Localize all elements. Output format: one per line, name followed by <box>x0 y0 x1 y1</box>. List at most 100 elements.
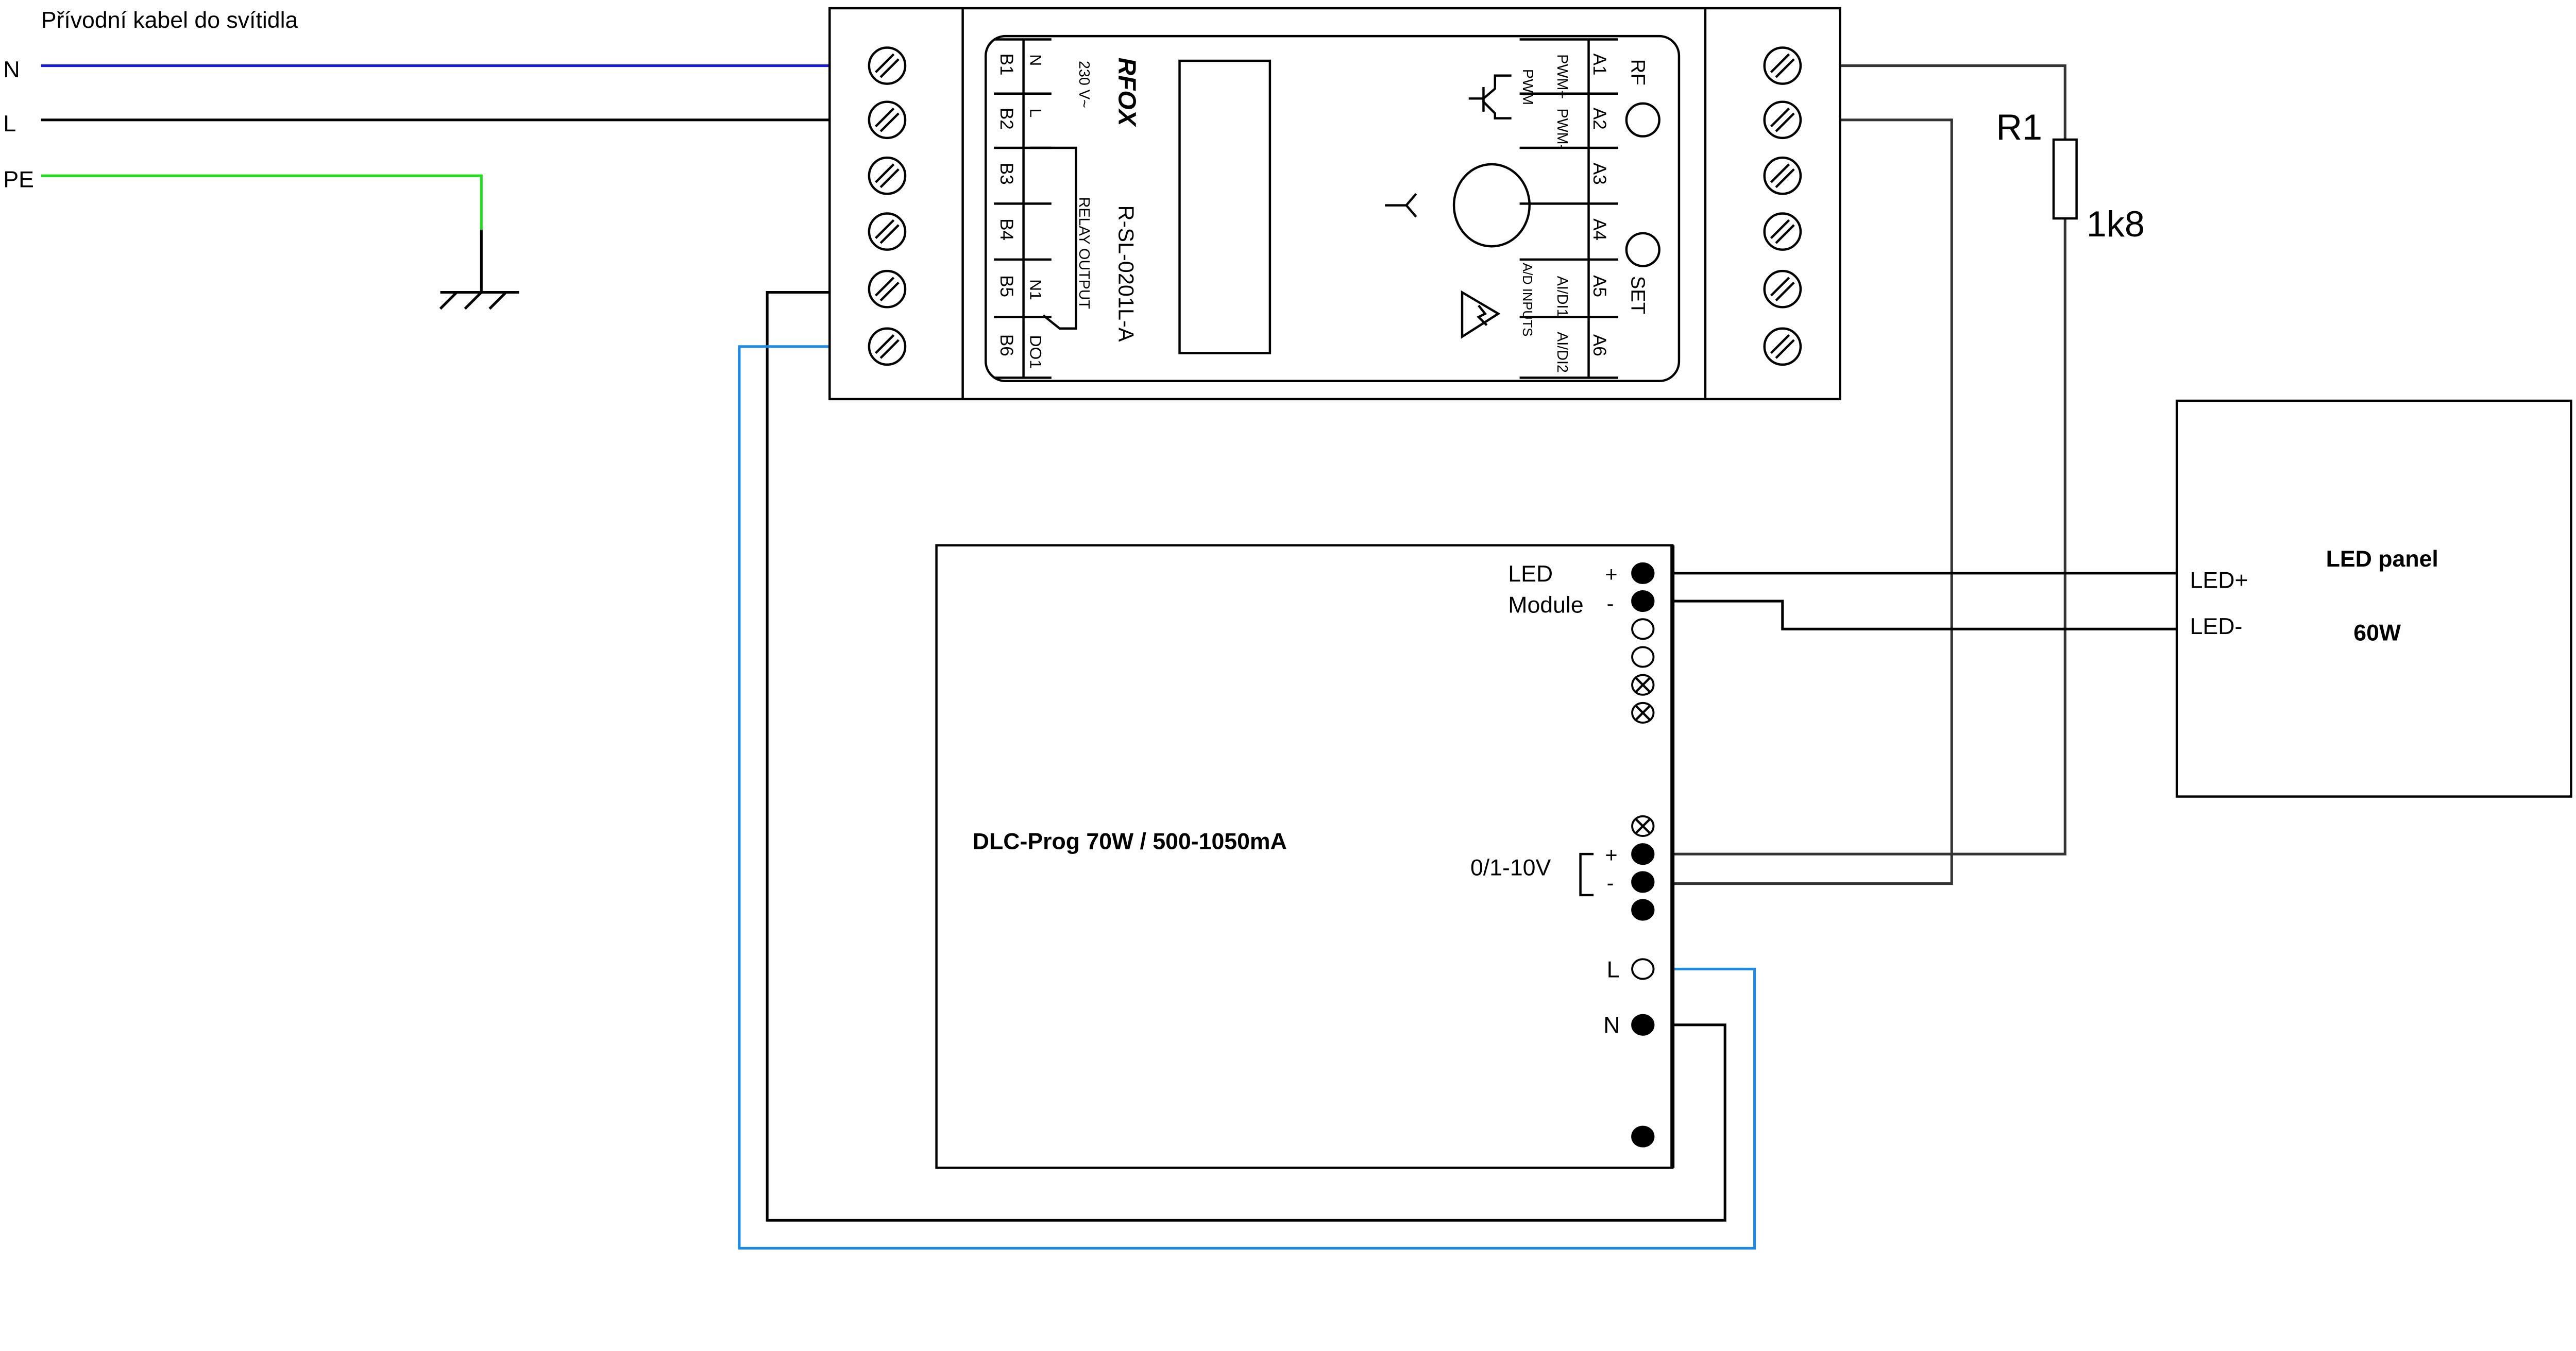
label-do1: DO1 <box>1026 335 1045 369</box>
led-minus-sign: - <box>1607 591 1614 615</box>
screw-terminal <box>868 327 907 366</box>
screw-terminal <box>868 269 907 309</box>
driver-terminal <box>1631 1125 1655 1148</box>
wiring-diagram: Přívodní kabel do svítidla N L PE R1 1k8 <box>3 7 2572 1250</box>
ground-icon <box>439 291 519 310</box>
dim-minus-sign: - <box>1607 870 1614 895</box>
resistor-value: 1k8 <box>2087 203 2145 244</box>
title: Přívodní kabel do svítidla <box>41 8 298 33</box>
dim-minus-wire <box>1672 118 1953 885</box>
pwm-label: PWM <box>1519 69 1536 105</box>
panel-power: 60W <box>2353 621 2401 646</box>
display-window <box>1178 59 1272 354</box>
a-terminal-label: A3 <box>1589 163 1609 185</box>
driver-terminal <box>1631 562 1655 584</box>
panel-title: LED panel <box>2326 546 2438 572</box>
ad-inputs-label: A/D INPUTS <box>1520 263 1534 336</box>
rf-led <box>1625 102 1660 138</box>
screw-terminal <box>1763 327 1802 366</box>
label-l: L <box>1026 108 1045 117</box>
b-terminal-label: B3 <box>996 163 1016 185</box>
sensor-window <box>1452 163 1531 248</box>
driver-led-label: LED <box>1508 561 1553 587</box>
driver-terminal <box>1631 958 1655 980</box>
led-panel: LED panel 60W LED+ LED- <box>2175 399 2572 798</box>
led-plus-sign: + <box>1605 562 1617 586</box>
supply-n-label: N <box>3 57 20 82</box>
module-face <box>985 35 1681 383</box>
earth-wire <box>41 174 483 230</box>
panel-led-minus: LED- <box>2190 614 2243 639</box>
b-terminal-label: B1 <box>996 54 1016 76</box>
driver-n-wire <box>766 291 1726 1222</box>
resistor <box>2052 138 2078 220</box>
a-terminal-label: A4 <box>1589 218 1609 241</box>
set-button[interactable] <box>1625 232 1660 267</box>
voltage-label: 230 V~ <box>1076 61 1092 108</box>
label-n: N <box>1026 54 1045 66</box>
supply-pe-label: PE <box>3 167 34 193</box>
dim-plus-sign: + <box>1605 843 1617 867</box>
pwm-plus-wire <box>1840 64 2066 140</box>
relay-contact-icon <box>1030 146 1077 330</box>
screw-terminal <box>868 212 907 251</box>
screw-terminal <box>1763 156 1802 195</box>
driver-l-label: L <box>1607 957 1620 982</box>
driver-terminal <box>1631 618 1655 640</box>
a-terminal-label: A6 <box>1589 334 1609 356</box>
model-label: R-SL-0201L-A <box>1114 206 1139 342</box>
driver-module-label: Module <box>1508 592 1583 618</box>
driver-terminal <box>1631 674 1655 696</box>
panel-led-plus: LED+ <box>2190 568 2248 593</box>
relay-output-label: RELAY OUTPUT <box>1076 197 1092 309</box>
a-terminal-label: A1 <box>1589 54 1609 76</box>
screw-terminal <box>1763 100 1802 140</box>
set-label: SET <box>1626 276 1649 314</box>
b-terminal-label: B2 <box>996 108 1016 130</box>
driver-l-wire <box>738 345 1756 1250</box>
resistor-name: R1 <box>1996 107 2042 147</box>
ai2-label: AI/DI2 <box>1554 332 1570 373</box>
screw-terminal <box>1763 46 1802 85</box>
pwm-minus-label: PWM- <box>1554 108 1570 149</box>
driver-terminal <box>1631 871 1655 893</box>
led-minus-wire <box>1672 600 2177 630</box>
screw-terminal <box>868 100 907 140</box>
warning-high-voltage-icon <box>1461 290 1501 339</box>
driver-terminal <box>1631 843 1655 865</box>
screw-terminals <box>868 46 1802 366</box>
led-driver: DLC-Prog 70W / 500-1050mA LED Module + -… <box>935 544 1675 1169</box>
antenna-icon <box>1385 193 1417 218</box>
screw-terminal <box>1763 269 1802 309</box>
b-terminal-label: B4 <box>996 218 1016 241</box>
screw-terminal <box>868 156 907 195</box>
driver-terminal <box>1631 899 1655 921</box>
rf-label: RF <box>1626 59 1649 85</box>
driver-terminal <box>1631 815 1655 837</box>
connection-wires <box>738 64 2177 1250</box>
supply-wires <box>41 64 830 310</box>
pwm-plus-label: PWM+ <box>1554 54 1570 99</box>
supply-l-label: L <box>3 111 16 136</box>
label-n1: N1 <box>1026 279 1045 300</box>
dim-bracket <box>1579 852 1594 897</box>
screw-terminal <box>868 46 907 85</box>
b-terminal-label: B5 <box>996 275 1016 297</box>
driver-terminal <box>1631 590 1655 612</box>
driver-name: DLC-Prog 70W / 500-1050mA <box>973 829 1287 854</box>
transistor-icon <box>1468 74 1512 119</box>
driver-terminal <box>1631 1014 1655 1036</box>
driver-terminals <box>1631 562 1655 1148</box>
dim-plus-wire <box>1672 218 2066 856</box>
a-terminal-label: A2 <box>1589 108 1609 130</box>
driver-terminal <box>1631 702 1655 724</box>
ai1-label: AI/DI1 <box>1554 276 1570 317</box>
driver-terminal <box>1631 646 1655 668</box>
b-terminal-label: B6 <box>996 334 1016 356</box>
rfox-logo: RFOX <box>1113 58 1141 128</box>
screw-terminal <box>1763 212 1802 251</box>
driver-n-label: N <box>1603 1013 1620 1038</box>
a-terminal-label: A5 <box>1589 275 1609 297</box>
dim-label: 0/1-10V <box>1470 856 1551 881</box>
